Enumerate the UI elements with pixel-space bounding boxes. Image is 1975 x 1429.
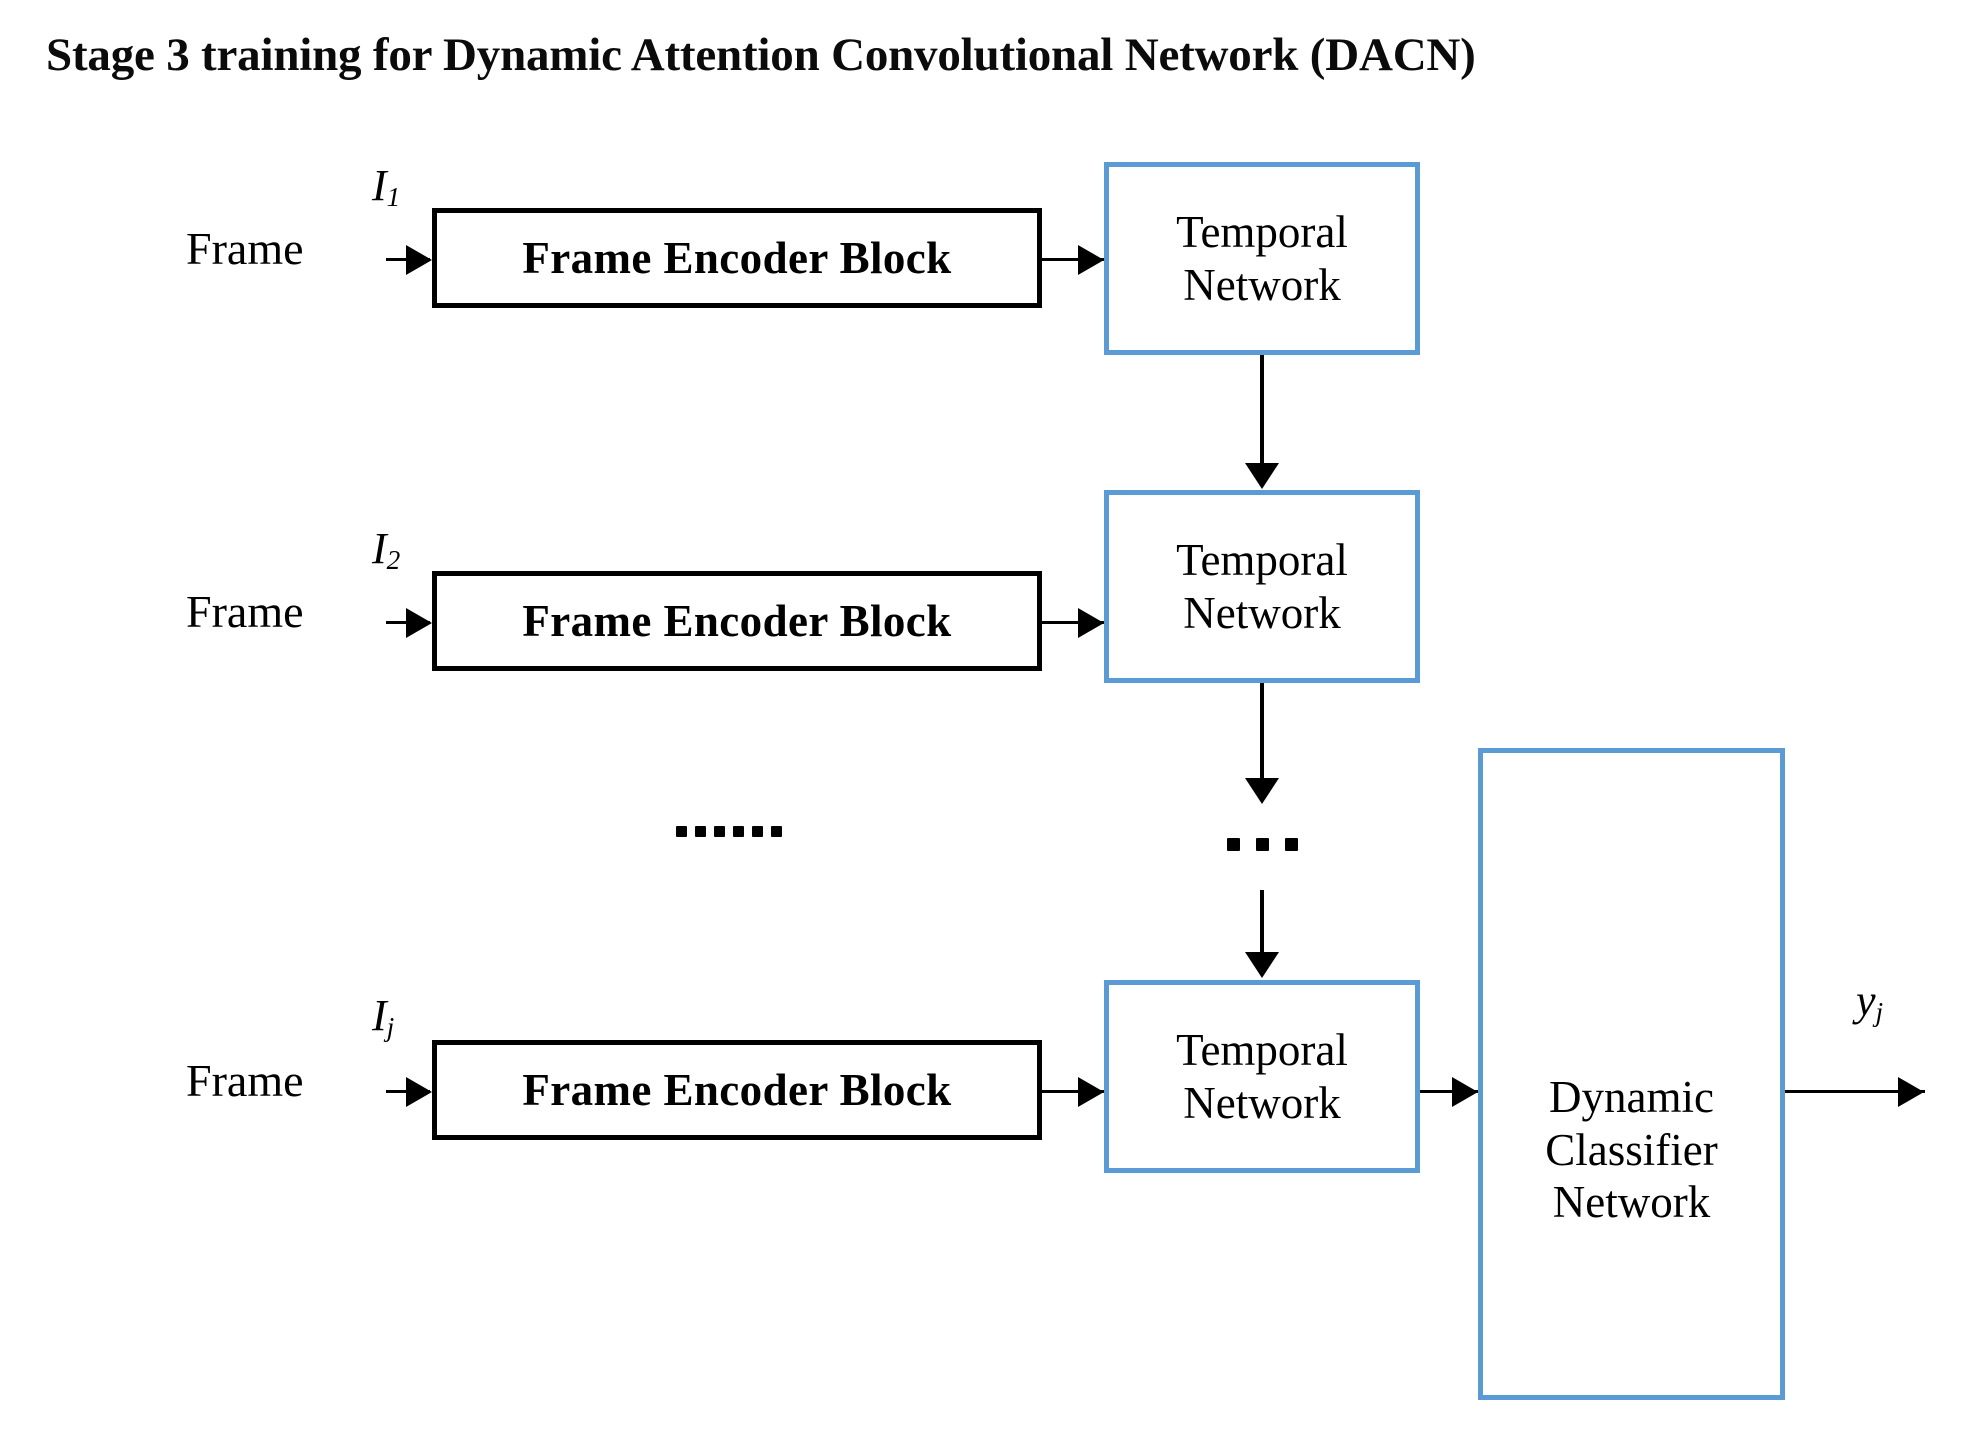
frame-encoder-block-label-2: Frame Encoder Block xyxy=(522,596,952,646)
temporal-network-block-2[interactable]: Temporal Network xyxy=(1104,490,1420,683)
frame-encoder-block-2[interactable]: Frame Encoder Block xyxy=(432,571,1042,671)
ellipsis-dot xyxy=(714,826,725,837)
page-title: Stage 3 training for Dynamic Attention C… xyxy=(46,29,1476,81)
temporal-to-classifier-line xyxy=(1420,1090,1478,1093)
temporal-column-ellipsis xyxy=(1227,838,1298,851)
temporal2-to-ellipsis-arrowhead xyxy=(1245,778,1279,804)
encoder-to-temporal-line-1 xyxy=(1042,258,1104,261)
encoder-to-temporal-arrowhead-3 xyxy=(1078,1077,1104,1107)
encoder-column-ellipsis xyxy=(676,826,782,837)
frame-input-label-1: Frame xyxy=(186,223,304,274)
temporal1-to-temporal2-line xyxy=(1260,355,1264,463)
output-symbol: yj xyxy=(1856,976,1884,1027)
dynamic-classifier-network-block[interactable]: Dynamic Classifier Network xyxy=(1478,748,1785,1400)
temporal-network-label-1: Temporal Network xyxy=(1176,206,1348,310)
input-symbol-3: Ij xyxy=(372,991,395,1042)
ellipsis-dot xyxy=(1285,838,1298,851)
frame-to-encoder-arrowhead-2 xyxy=(406,608,432,638)
input-symbol-1: I1 xyxy=(372,161,401,212)
encoder-to-temporal-arrowhead-2 xyxy=(1078,608,1104,638)
encoder-to-temporal-line-2 xyxy=(1042,621,1104,624)
temporal-network-block-3[interactable]: Temporal Network xyxy=(1104,980,1420,1173)
encoder-to-temporal-arrowhead-1 xyxy=(1078,245,1104,275)
ellipsis-to-temporal3-line xyxy=(1260,890,1264,952)
frame-encoder-block-3[interactable]: Frame Encoder Block xyxy=(432,1040,1042,1140)
frame-input-label-3: Frame xyxy=(186,1055,304,1106)
temporal-network-block-1[interactable]: Temporal Network xyxy=(1104,162,1420,355)
ellipsis-dot xyxy=(733,826,744,837)
temporal2-to-ellipsis-line xyxy=(1260,683,1264,778)
ellipsis-dot xyxy=(1227,838,1240,851)
ellipsis-dot xyxy=(752,826,763,837)
frame-input-label-2: Frame xyxy=(186,586,304,637)
ellipsis-dot xyxy=(1256,838,1269,851)
frame-to-encoder-arrowhead-3 xyxy=(406,1077,432,1107)
ellipsis-dot xyxy=(676,826,687,837)
frame-encoder-block-label-1: Frame Encoder Block xyxy=(522,233,952,283)
temporal-network-label-2: Temporal Network xyxy=(1176,534,1348,638)
classifier-output-line xyxy=(1785,1090,1925,1093)
temporal1-to-temporal2-arrowhead xyxy=(1245,463,1279,489)
temporal-network-label-3: Temporal Network xyxy=(1176,1024,1348,1128)
ellipsis-to-temporal3-arrowhead xyxy=(1245,952,1279,978)
frame-to-encoder-arrowhead-1 xyxy=(406,245,432,275)
ellipsis-dot xyxy=(695,826,706,837)
frame-encoder-block-1[interactable]: Frame Encoder Block xyxy=(432,208,1042,308)
ellipsis-dot xyxy=(771,826,782,837)
encoder-to-temporal-line-3 xyxy=(1042,1090,1104,1093)
frame-encoder-block-label-3: Frame Encoder Block xyxy=(522,1065,952,1115)
classifier-output-arrowhead xyxy=(1898,1077,1924,1107)
temporal-to-classifier-arrowhead xyxy=(1452,1077,1478,1107)
input-symbol-2: I2 xyxy=(372,524,401,575)
dynamic-classifier-network-label: Dynamic Classifier Network xyxy=(1545,1072,1718,1228)
